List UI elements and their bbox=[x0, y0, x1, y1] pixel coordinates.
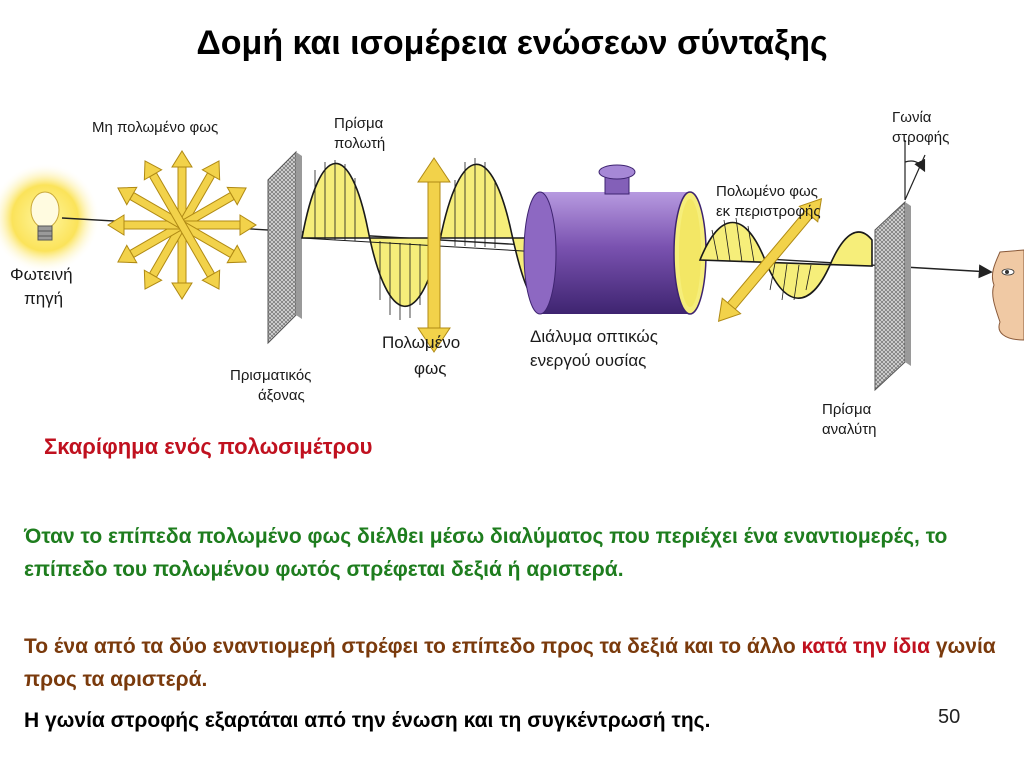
label-rotation-angle-1: Γωνία bbox=[892, 109, 932, 126]
rotated-light-arrow-icon bbox=[717, 197, 823, 323]
label-polarizer-1: Πρίσμα bbox=[334, 115, 384, 132]
slide-title: Δομή και ισομέρεια ενώσεων σύνταξης bbox=[196, 24, 828, 62]
label-light-source-1: Φωτεινή bbox=[10, 265, 73, 284]
label-rotated-1: Πολωμένο φως bbox=[716, 183, 818, 200]
analyzer-prism-panel bbox=[874, 200, 911, 392]
label-solution-1: Διάλυμα οπτικώς bbox=[530, 327, 658, 346]
label-polarized-2: φως bbox=[414, 359, 447, 378]
label-rotated-2: εκ περιστροφής bbox=[716, 203, 821, 220]
solution-tube bbox=[523, 164, 707, 315]
label-polarizer-2: πολωτή bbox=[334, 135, 385, 152]
rotation-angle-indicator bbox=[904, 140, 926, 201]
p2-text-start: Το ένα από τα δύο εναντιομερή στρέφει το… bbox=[24, 635, 802, 658]
observer-eye-icon bbox=[991, 249, 1024, 341]
label-prism-axis-2: άξονας bbox=[258, 387, 305, 404]
polarimeter-diagram: Μη πολωμένο φως Φωτεινή πηγή Πρίσμα πολω… bbox=[0, 100, 1024, 440]
label-unpolarized-light: Μη πολωμένο φως bbox=[92, 119, 218, 136]
paragraph-opposite-rotation: Το ένα από τα δύο εναντιομερή στρέφει το… bbox=[24, 630, 1009, 696]
label-solution-2: ενεργού ουσίας bbox=[530, 351, 646, 370]
label-analyzer-1: Πρίσμα bbox=[822, 401, 872, 418]
polarimeter-svg: Μη πολωμένο φως Φωτεινή πηγή Πρίσμα πολω… bbox=[0, 109, 1024, 438]
label-analyzer-2: αναλύτη bbox=[822, 421, 876, 438]
p2-highlight: κατά την ίδια bbox=[801, 635, 931, 658]
page-number: 50 bbox=[938, 706, 961, 728]
light-source-icon bbox=[0, 163, 100, 273]
label-rotation-angle-2: στροφής bbox=[892, 129, 949, 146]
p2-text-end: γωνία προς τα αριστερά. bbox=[24, 635, 996, 691]
rotated-polarized-wave bbox=[698, 217, 873, 301]
unpolarized-light-arrows-icon bbox=[107, 150, 257, 300]
label-polarized-1: Πολωμένο bbox=[382, 333, 460, 352]
label-prism-axis-1: Πρισματικός bbox=[230, 367, 311, 384]
label-light-source-2: πηγή bbox=[24, 289, 63, 308]
paragraph-rotation-angle: Η γωνία στροφής εξαρτάται από την ένωση … bbox=[24, 709, 711, 732]
paragraph-enantiomer-rotation: Όταν το επίπεδα πολωμένο φως διέλθει μέσ… bbox=[24, 525, 948, 581]
diagram-caption: Σκαρίφημα ενός πολωσιμέτρου bbox=[44, 434, 373, 459]
polarizer-prism-panel bbox=[267, 150, 302, 345]
polarized-light-arrow-icon bbox=[417, 157, 451, 353]
